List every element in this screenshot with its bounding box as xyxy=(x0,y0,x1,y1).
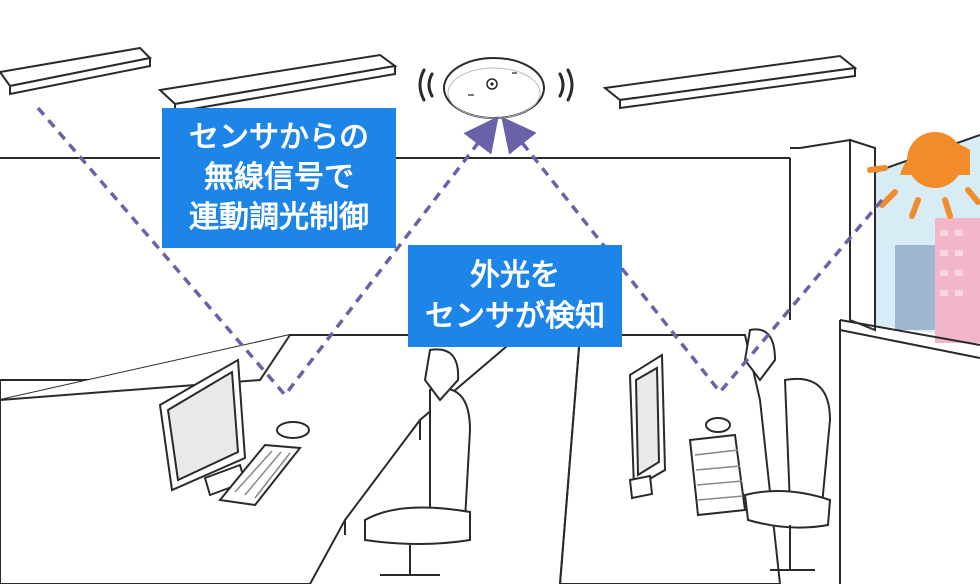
building-pink xyxy=(935,218,980,343)
monitor-right xyxy=(628,353,667,500)
wireless-control-line-2: 無線信号で xyxy=(204,160,354,195)
wireless-control-label: センサからの 無線信号で 連動調光制御 xyxy=(162,108,396,248)
building-blue xyxy=(895,245,935,330)
chair-center xyxy=(364,348,472,576)
chair-right xyxy=(743,328,832,571)
wireless-control-line-1: センサからの xyxy=(189,120,369,155)
monitor-left xyxy=(158,358,247,497)
window xyxy=(839,134,980,584)
ceiling-light-center xyxy=(157,53,398,114)
wireless-control-line-3: 連動調光制御 xyxy=(189,200,369,235)
signal-paths xyxy=(36,106,884,398)
daylight-sensing-line-2: センサが検知 xyxy=(425,299,605,334)
daylight-sensing-label: 外光を センサが検知 xyxy=(408,245,622,347)
sun-icon xyxy=(867,132,980,219)
daylight-path xyxy=(501,116,884,395)
daylight-sensing-line-1: 外光を xyxy=(470,258,560,293)
keyboard-right xyxy=(688,417,747,517)
ceiling-light-right xyxy=(602,54,858,110)
ceiling-sensor-icon xyxy=(443,57,545,119)
signal-wave-icon xyxy=(418,68,574,102)
desk-right xyxy=(558,334,782,584)
ceiling-light-left xyxy=(0,46,153,96)
keyboard-left xyxy=(218,421,310,507)
